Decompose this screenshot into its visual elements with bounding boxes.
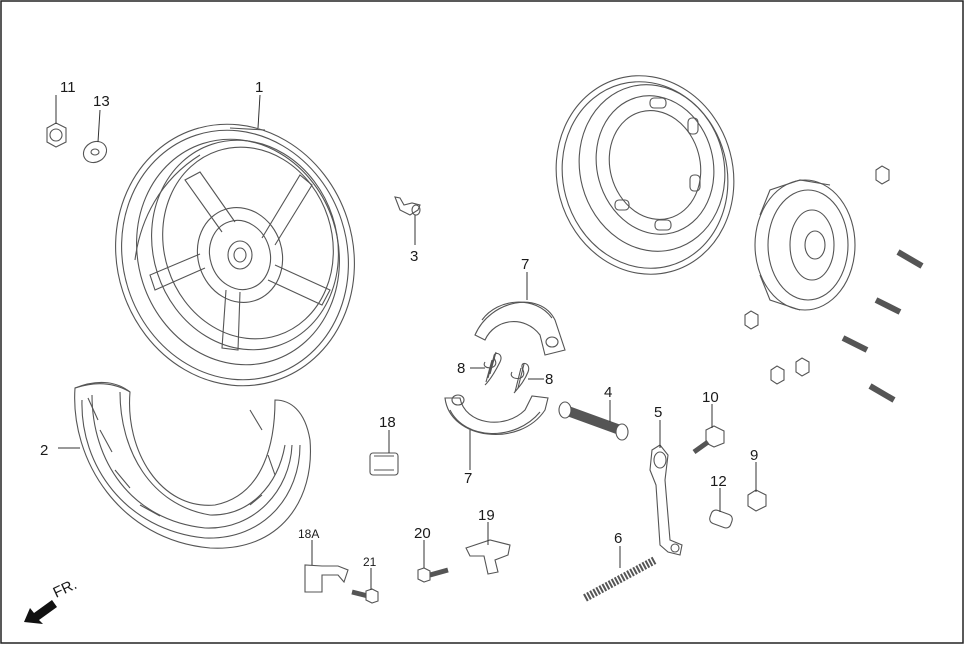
brake-shoe-lower — [444, 394, 549, 435]
brake-springs — [483, 351, 530, 394]
callout-12: 12 — [710, 473, 727, 490]
tire — [74, 381, 312, 549]
rear-hub — [754, 179, 856, 311]
front-label: FR. — [51, 576, 80, 602]
callout-2: 2 — [40, 442, 48, 459]
callout-1: 1 — [255, 79, 263, 96]
valve-stem — [394, 196, 421, 216]
axle-nut — [46, 122, 67, 148]
nut-9 — [747, 489, 767, 512]
leader-lines — [55, 94, 757, 590]
callout-19: 19 — [478, 507, 495, 524]
brake-shoe-upper — [474, 301, 566, 356]
callout-7-upper: 7 — [521, 256, 529, 273]
bolt-21 — [351, 588, 379, 604]
bolt-10 — [692, 425, 725, 455]
callout-4: 4 — [604, 384, 612, 401]
collar-12 — [709, 509, 733, 529]
bracket-18A — [304, 564, 349, 593]
brake-arm — [649, 444, 683, 556]
callout-7-lower: 7 — [464, 470, 472, 487]
callout-18A: 18A — [298, 527, 319, 541]
callout-13: 13 — [93, 93, 110, 110]
callout-11: 11 — [60, 79, 76, 96]
cable-holder-19 — [465, 539, 511, 575]
callout-3: 3 — [410, 248, 418, 265]
callout-8-left: 8 — [457, 360, 465, 377]
clip-18 — [369, 452, 399, 476]
callout-8-right: 8 — [545, 371, 553, 388]
bolt-20 — [417, 567, 449, 583]
front-arrow-icon — [24, 600, 57, 624]
hub-studs — [841, 249, 924, 403]
callout-10: 10 — [702, 389, 719, 406]
front-direction-indicator: FR. — [24, 576, 80, 624]
brake-cam-shaft — [558, 401, 629, 441]
callout-20: 20 — [414, 525, 431, 542]
washer — [82, 140, 108, 164]
brake-drum — [555, 75, 735, 275]
callout-18: 18 — [379, 414, 396, 431]
callout-21: 21 — [363, 555, 377, 569]
callout-6: 6 — [614, 530, 622, 547]
callout-labels: 1 2 3 4 5 6 7 7 8 8 9 10 11 12 13 18 18A… — [40, 79, 758, 569]
callout-9: 9 — [750, 447, 758, 464]
return-spring — [583, 556, 657, 602]
callout-5: 5 — [654, 404, 662, 421]
rear-wheel-rim — [115, 123, 355, 387]
hub-nuts — [744, 165, 890, 385]
